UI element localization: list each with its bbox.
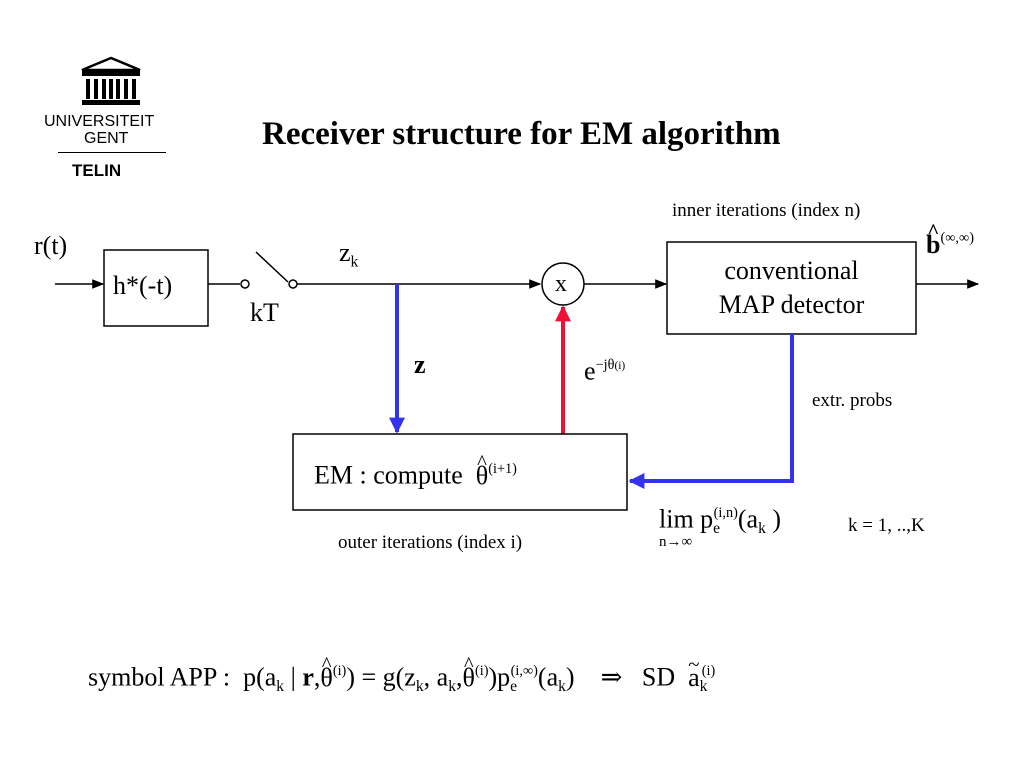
logo-divider: [58, 152, 166, 153]
logo-university: UNIVERSITEIT: [44, 113, 155, 130]
matched-filter-box: [103, 249, 209, 327]
switch-contact-left: [240, 279, 250, 289]
university-building-icon: [81, 56, 141, 105]
slide-title: Receiver structure for EM algorithm: [262, 116, 781, 152]
input-signal-label: r(t): [34, 231, 68, 260]
inner-iterations-label: inner iterations (index n): [672, 200, 861, 221]
sampler-label: kT: [250, 298, 279, 327]
sample-label: zk: [339, 238, 359, 271]
map-detector-box: [666, 241, 917, 335]
outer-iterations-label: outer iterations (index i): [338, 532, 523, 553]
em-compute-label: EM : compute ^θ(i+1): [314, 451, 517, 490]
extrinsic-probs-label: extr. probs: [812, 390, 893, 411]
em-box: [292, 433, 628, 511]
limit-subscript: n→∞: [659, 534, 693, 550]
multiplier-symbol: x: [555, 271, 567, 297]
formula-label: symbol APP :: [88, 662, 231, 692]
switch-blade: [255, 251, 289, 283]
logo-telin: TELIN: [72, 161, 122, 180]
matched-filter-label: h*(-t): [113, 271, 173, 300]
extrinsic-feedback-line: [628, 334, 794, 489]
logo-gent: GENT: [84, 130, 129, 147]
symbol-app-formula: symbol APP : p(ak | r,^θ(i)) = g(zk, ak,…: [88, 653, 716, 696]
limit-expression: lim pe(i,n)(ak ): [659, 504, 782, 538]
k-range-label: k = 1, ..,K: [848, 515, 925, 536]
vector-z-label: z: [414, 350, 426, 379]
implies-symbol: ⇒: [600, 662, 623, 692]
switch-contact-right: [288, 279, 298, 289]
output-estimate-label: ^b(∞,∞): [926, 220, 974, 259]
map-detector-label: conventional MAP detector: [718, 256, 865, 319]
rotation-factor-label: e−jθ(i): [584, 356, 626, 386]
